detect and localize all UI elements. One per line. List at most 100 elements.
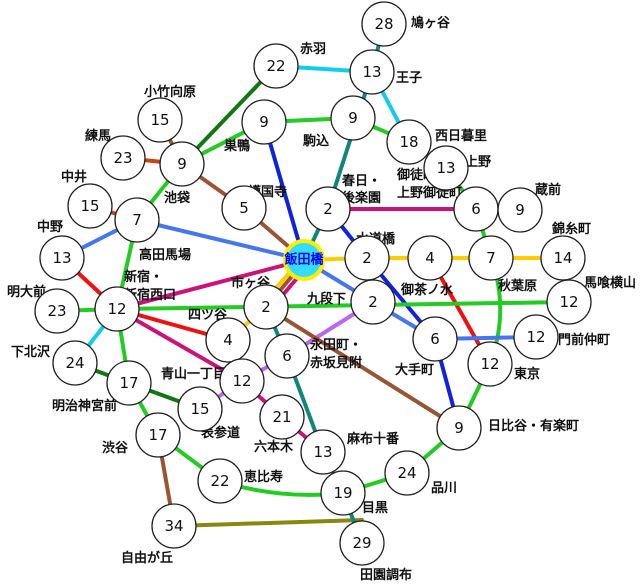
label-ikebukuro: 池袋: [164, 190, 191, 206]
label-kasuga-line2: 後楽園: [342, 190, 381, 206]
label-takadanobaba: 高田馬場: [139, 247, 191, 263]
station-omotesando[interactable]: 15: [177, 386, 223, 432]
line-shinjuku-bakuroyokoyama: [115, 300, 571, 311]
label-kuramae: 蔵前: [535, 182, 561, 198]
station-meidaimae-value: 23: [47, 302, 66, 320]
station-ichigaya[interactable]: 2: [243, 284, 289, 330]
label-nagatacho: 永田町・ 赤坂見附: [309, 337, 367, 371]
station-otemachi[interactable]: 6: [412, 316, 458, 362]
station-nerima[interactable]: 23: [100, 135, 146, 181]
hub-station-iidabashi[interactable]: 飯田橋: [283, 239, 325, 281]
label-roppongi: 六本木: [254, 439, 294, 455]
station-kuramae[interactable]: 9: [497, 187, 543, 233]
station-shimokitazawa[interactable]: 24: [52, 340, 98, 386]
label-meguro: 目黒: [362, 500, 388, 516]
station-shimokitazawa-value: 24: [65, 354, 84, 372]
station-gokokuji[interactable]: 5: [221, 185, 267, 231]
station-denenchofu-value: 29: [352, 534, 371, 552]
station-otemachi-value: 6: [430, 330, 440, 348]
station-kotake[interactable]: 15: [137, 97, 183, 143]
label-hatogaya: 鳩ヶ谷: [411, 15, 451, 31]
label-nakano: 中野: [37, 219, 63, 235]
line-oji-kasuga: [326, 70, 374, 211]
station-komagome[interactable]: 9: [330, 95, 376, 141]
station-azabujuban-value: 13: [313, 443, 332, 461]
station-monzennakacho[interactable]: 12: [513, 314, 559, 360]
station-kasuga[interactable]: 2: [305, 186, 351, 232]
station-meijijingumae[interactable]: 17: [106, 360, 152, 406]
station-oji[interactable]: 13: [349, 49, 395, 95]
station-kinshicho[interactable]: 14: [540, 235, 586, 281]
station-suidobashi[interactable]: 2: [344, 235, 390, 281]
station-yotsuya[interactable]: 4: [205, 317, 251, 363]
station-hatogaya-value: 28: [374, 15, 393, 33]
station-ebisu-value: 22: [210, 472, 229, 490]
station-monzennakacho-value: 12: [526, 328, 545, 346]
station-yotsuya-value: 4: [223, 331, 233, 349]
station-tokyo[interactable]: 12: [467, 341, 513, 387]
station-shinagawa-value: 24: [397, 464, 416, 482]
station-akabane[interactable]: 22: [253, 43, 299, 89]
station-kasuga-value: 2: [323, 200, 333, 218]
station-omotesando-value: 15: [190, 400, 209, 418]
label-ueno: 上野: [465, 155, 491, 170]
label-shinjuku-line1: 新宿・: [124, 269, 163, 285]
station-ichigaya-value: 2: [261, 298, 271, 316]
station-shibuya[interactable]: 17: [135, 412, 181, 458]
station-ueno[interactable]: 13: [423, 145, 469, 191]
station-kotake-value: 15: [150, 111, 169, 129]
station-kuramae-value: 9: [515, 201, 525, 219]
station-meguro[interactable]: 19: [320, 470, 366, 516]
station-azabujuban[interactable]: 13: [300, 429, 346, 475]
station-denenchofu[interactable]: 29: [339, 520, 385, 566]
station-akihabara[interactable]: 7: [468, 235, 514, 281]
station-takadanobaba[interactable]: 7: [114, 197, 160, 243]
station-hatogaya[interactable]: 28: [361, 1, 407, 47]
line-shinjuku-aoyama: [115, 307, 244, 383]
station-sugamo[interactable]: 9: [241, 99, 287, 145]
station-hibiya-value: 9: [454, 419, 464, 437]
station-ebisu[interactable]: 22: [197, 458, 243, 504]
station-shibuya-value: 17: [148, 426, 167, 444]
station-meidaimae[interactable]: 23: [34, 288, 80, 334]
station-okachimachi[interactable]: 6: [453, 186, 499, 232]
station-nakano-value: 13: [52, 249, 71, 267]
label-azabujuban: 麻布十番: [346, 431, 400, 447]
label-nagatacho-line1: 永田町・: [309, 337, 362, 353]
station-akabane-value: 22: [266, 57, 285, 75]
label-shimokitazawa: 下北沢: [11, 344, 51, 360]
station-aoyama-value: 12: [232, 372, 251, 390]
station-bakuroyokoyama[interactable]: 12: [546, 279, 592, 325]
station-nakano[interactable]: 13: [39, 235, 85, 281]
label-nakai: 中井: [61, 169, 87, 185]
station-nagatacho[interactable]: 6: [264, 333, 310, 379]
label-nerima: 練馬: [85, 128, 111, 144]
label-yotsuya: 四ツ谷: [188, 307, 228, 323]
station-hibiya[interactable]: 9: [436, 405, 482, 451]
station-ikebukuro-value: 9: [177, 155, 187, 173]
label-akihabara: 秋葉原: [498, 278, 537, 294]
line-hub-shinjuku: [115, 258, 306, 311]
station-shinjuku[interactable]: 12: [94, 286, 140, 332]
station-kudanshita[interactable]: 2: [350, 279, 396, 325]
station-shinagawa[interactable]: 24: [384, 450, 430, 496]
station-ochanomizu[interactable]: 4: [407, 235, 453, 281]
station-nakai[interactable]: 15: [67, 183, 113, 229]
label-shinagawa: 品川: [431, 481, 457, 496]
station-nerima-value: 23: [113, 149, 132, 167]
label-meidaimae: 明大前: [7, 284, 46, 300]
station-ikebukuro[interactable]: 9: [159, 141, 205, 187]
station-aoyama[interactable]: 12: [219, 358, 265, 404]
station-ochanomizu-value: 4: [425, 249, 435, 267]
station-nishinippori[interactable]: 18: [386, 119, 432, 165]
station-jiyugaoka[interactable]: 34: [151, 503, 197, 549]
label-tokyo: 東京: [514, 366, 540, 382]
label-denenchofu: 田園調布: [360, 567, 412, 583]
station-oji-value: 13: [362, 63, 381, 81]
label-hibiya: 日比谷・有楽町: [488, 418, 579, 434]
label-kasuga-line1: 春日・: [341, 173, 381, 189]
label-shibuya: 渋谷: [102, 440, 129, 456]
station-roppongi[interactable]: 21: [259, 394, 305, 440]
label-aoyama: 青山一丁目: [161, 366, 226, 382]
